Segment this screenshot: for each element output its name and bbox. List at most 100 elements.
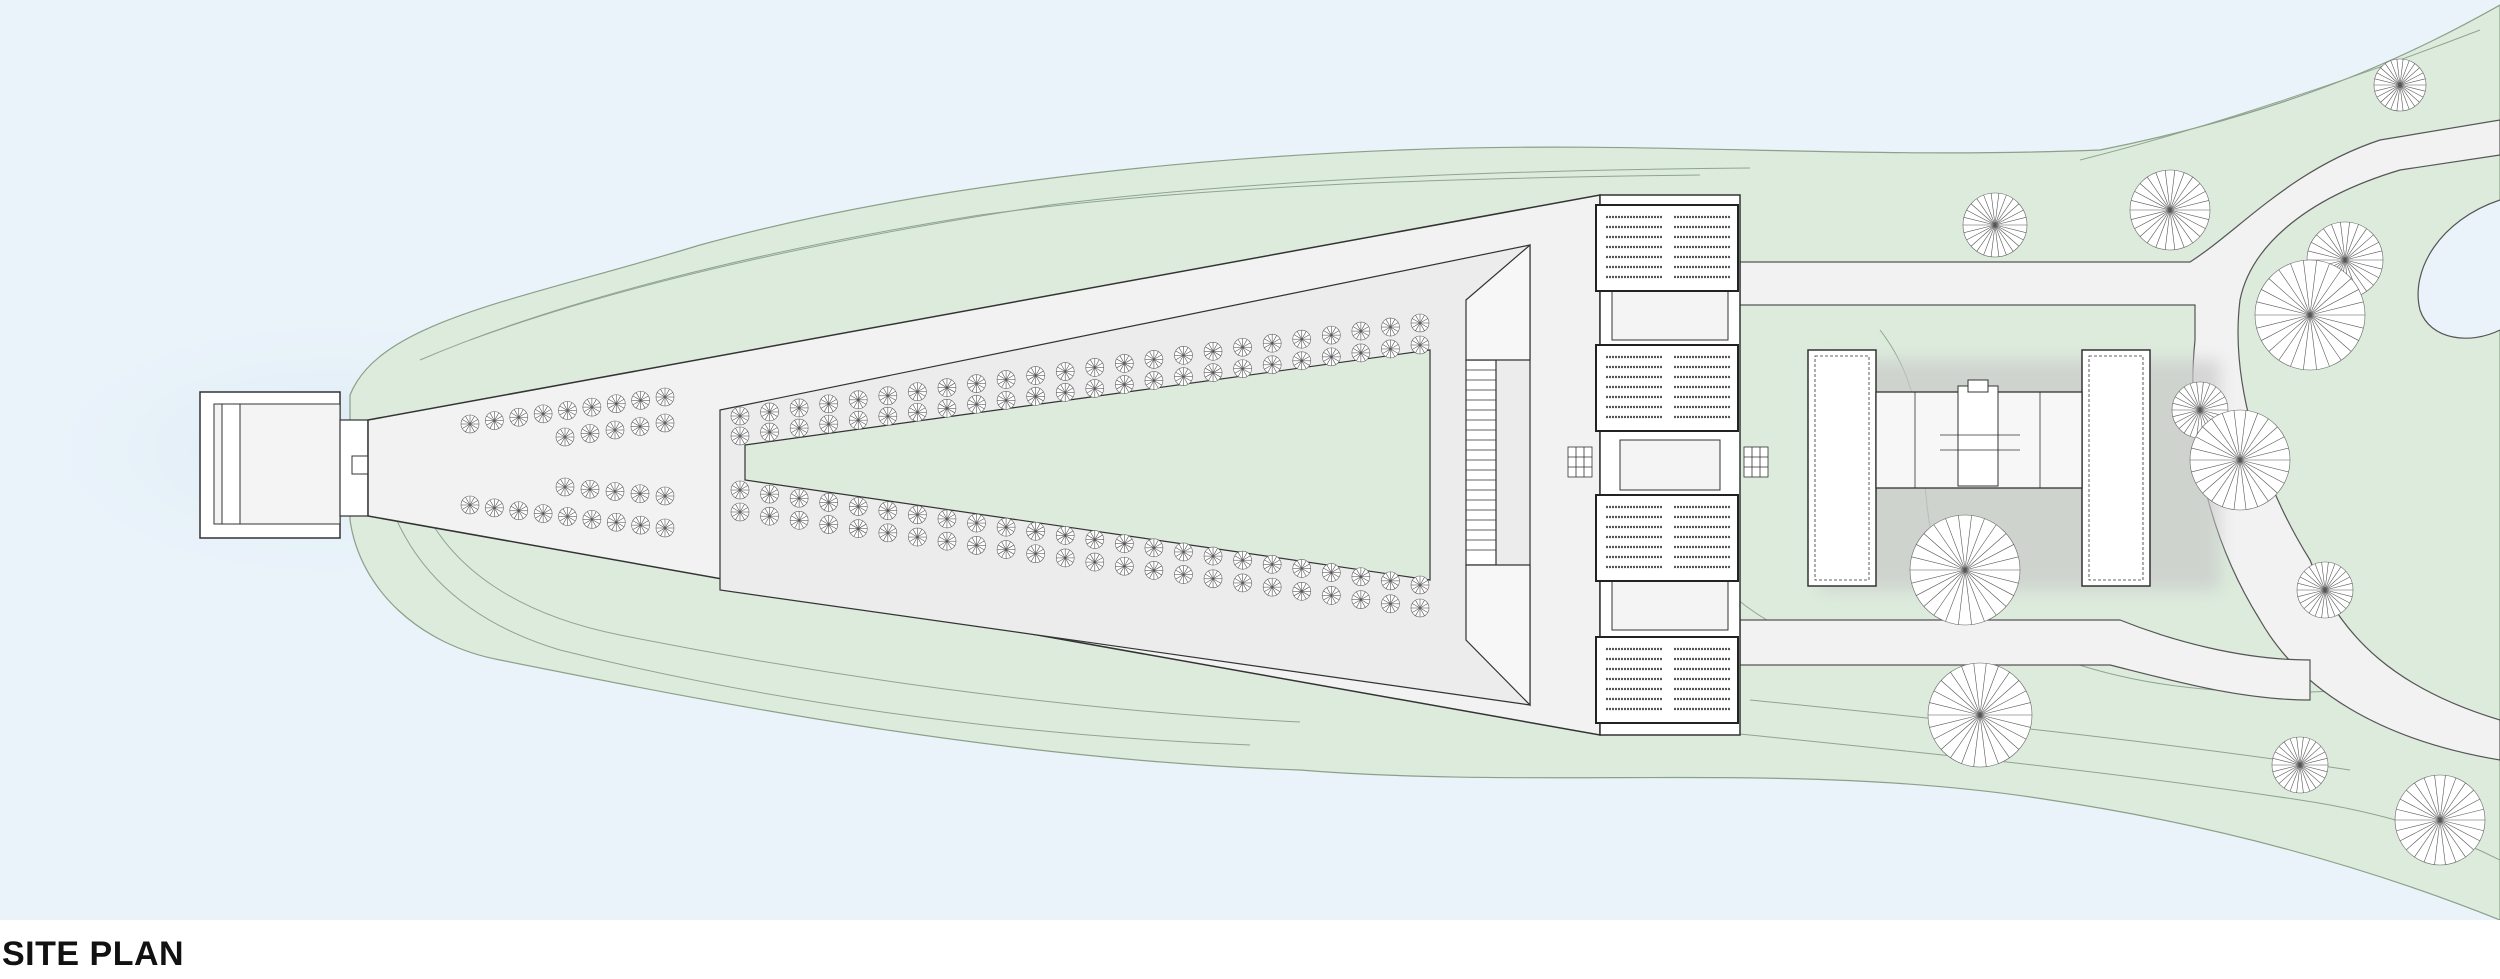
tree — [1026, 522, 1045, 541]
page-title: SITE PLAN — [2, 935, 185, 973]
tree — [558, 401, 577, 420]
tree — [819, 515, 838, 534]
tree — [1085, 358, 1105, 377]
south-drive — [1739, 619, 2311, 701]
tree — [1410, 335, 1430, 355]
tree — [631, 391, 650, 410]
h-shaped-building — [1807, 349, 2220, 590]
landscape-tree — [1927, 662, 2033, 768]
tree — [996, 370, 1016, 389]
tree — [630, 417, 650, 436]
tree — [819, 493, 838, 512]
tree — [1174, 565, 1193, 584]
tree — [878, 406, 898, 426]
tree — [1233, 337, 1252, 357]
tree — [967, 395, 986, 414]
tree — [819, 414, 838, 434]
seating-module — [1595, 636, 1739, 724]
tree — [558, 507, 577, 526]
tree — [509, 407, 529, 427]
tree — [937, 399, 957, 418]
tree — [1292, 559, 1312, 578]
tree — [789, 511, 809, 530]
tree — [1144, 538, 1164, 558]
tree — [878, 523, 898, 543]
tree — [1351, 343, 1371, 363]
tree — [580, 479, 600, 499]
grid-pads — [1567, 446, 1769, 478]
tree — [848, 390, 868, 410]
tree — [730, 502, 750, 522]
tree — [1233, 359, 1252, 379]
tree — [1115, 556, 1134, 576]
terrace-steps — [1465, 359, 1497, 566]
tree — [1203, 363, 1223, 382]
tree — [631, 515, 650, 535]
tree — [1203, 342, 1223, 361]
west-pavilion — [199, 391, 369, 539]
tree — [1322, 586, 1341, 605]
seating-module — [1595, 204, 1739, 292]
tree — [485, 411, 504, 430]
road-loop — [2417, 199, 2500, 339]
tree — [1292, 351, 1312, 371]
tree — [908, 527, 927, 547]
tree — [937, 509, 957, 529]
tree — [605, 482, 625, 501]
tree — [1322, 347, 1341, 367]
tree — [1144, 561, 1164, 580]
tree — [908, 382, 927, 402]
landscape-tree — [1909, 514, 2021, 626]
tree — [606, 394, 626, 414]
tree — [1351, 590, 1371, 609]
tree — [1144, 371, 1164, 390]
tree — [760, 484, 779, 504]
landscape-tree — [2373, 58, 2427, 112]
tree — [908, 505, 927, 525]
landscape-tree — [2189, 409, 2291, 511]
tree — [1262, 555, 1282, 574]
tree — [1055, 548, 1075, 568]
tree — [580, 424, 600, 443]
tree — [848, 410, 868, 430]
tree — [760, 422, 779, 442]
tree — [630, 484, 650, 504]
tree — [1262, 577, 1282, 597]
tree — [1351, 321, 1371, 341]
tree — [730, 426, 750, 446]
tree — [878, 386, 898, 406]
landscape-tree — [2271, 736, 2329, 794]
tree — [1026, 387, 1045, 406]
tree — [819, 394, 838, 414]
tree — [582, 510, 602, 529]
tree-rows — [460, 313, 1430, 618]
site-plan-canvas — [0, 0, 2500, 920]
tree — [1351, 567, 1371, 587]
tree — [1203, 546, 1223, 566]
tree — [1381, 571, 1400, 591]
tree — [730, 406, 750, 426]
tree — [1233, 550, 1252, 570]
tree — [967, 536, 986, 555]
tree — [1055, 362, 1075, 381]
tree — [848, 497, 868, 516]
tree — [1262, 355, 1282, 375]
tree — [1115, 534, 1134, 553]
tree — [533, 504, 553, 523]
tree — [1026, 544, 1045, 564]
tree — [937, 531, 957, 551]
north-wing-wall — [1465, 243, 1531, 361]
tree — [1322, 563, 1341, 582]
tree — [730, 480, 750, 500]
tree — [1055, 383, 1075, 402]
tree — [848, 519, 868, 538]
tree — [555, 427, 575, 447]
seating-module — [1595, 494, 1739, 582]
tree — [485, 498, 504, 518]
tree — [996, 540, 1016, 559]
tree — [789, 398, 809, 418]
grandstand-modules — [1595, 204, 1739, 724]
tree — [460, 495, 480, 515]
tree — [1203, 569, 1223, 589]
tree — [967, 374, 986, 393]
